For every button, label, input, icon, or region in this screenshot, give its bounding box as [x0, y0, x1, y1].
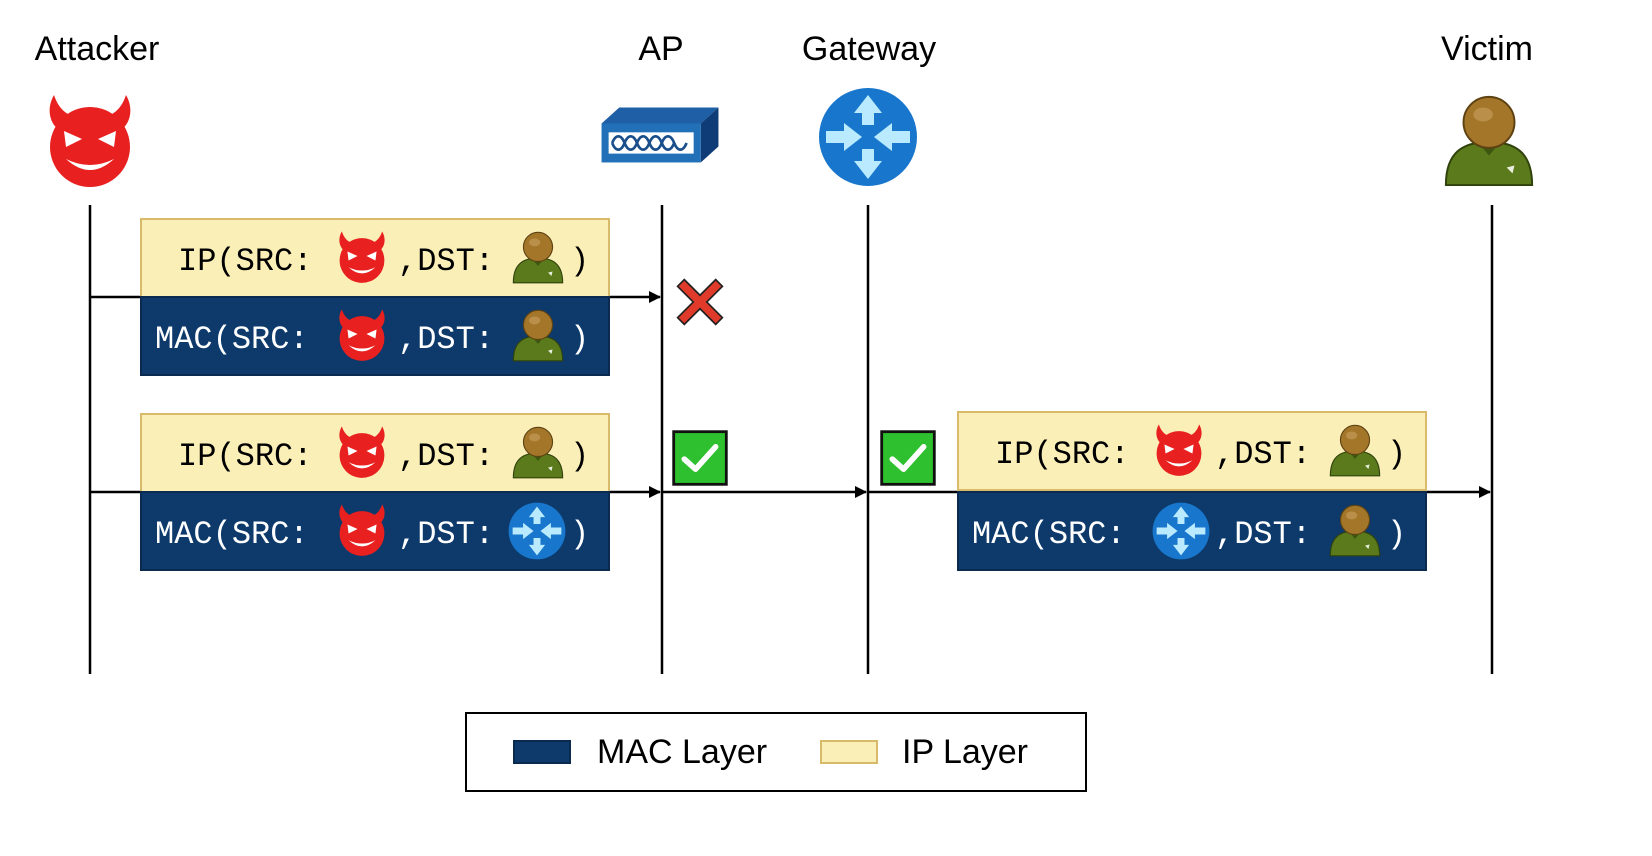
packet-row-1: IP(SRC: ,DST: ) MAC(SRC: ,DST: ) [140, 218, 610, 376]
mac-suffix-text: ) [1387, 516, 1406, 553]
router-icon [1152, 502, 1210, 560]
check-icon [882, 432, 935, 485]
ip-suffix-text: ) [570, 438, 589, 475]
mac-prefix-text: MAC(SRC: [155, 321, 309, 358]
mac-prefix-text: MAC(SRC: [972, 516, 1126, 553]
mac-sep-text: ,DST: [1215, 516, 1311, 553]
mac-suffix-text: ) [570, 321, 589, 358]
router-icon [508, 502, 566, 560]
mac-prefix-text: MAC(SRC: [155, 516, 309, 553]
packet-row-2: IP(SRC: ,DST: ) MAC(SRC: ,DST: ) [140, 413, 610, 571]
user-icon [1444, 95, 1534, 187]
cross-icon [676, 278, 724, 326]
ip-prefix-text: IP(SRC: [178, 438, 312, 475]
legend-swatch-mac [513, 740, 571, 764]
packet-row-3: IP(SRC: ,DST: ) MAC(SRC: ,DST: ) [957, 411, 1427, 571]
ip-prefix-text: IP(SRC: [178, 243, 312, 280]
actor-label-ap: AP [638, 30, 683, 68]
ip-sep-text: ,DST: [1215, 436, 1311, 473]
actor-label-attacker: Attacker [35, 30, 160, 68]
actor-label-gateway: Gateway [802, 30, 936, 68]
legend-swatch-ip [820, 740, 878, 764]
ip-sep-text: ,DST: [398, 438, 494, 475]
legend-label-mac: MAC Layer [597, 733, 767, 771]
mac-sep-text: ,DST: [398, 321, 494, 358]
ip-suffix-text: ) [570, 243, 589, 280]
devil-icon [49, 95, 131, 187]
actor-label-victim: Victim [1441, 30, 1533, 68]
access-point-icon [600, 106, 720, 164]
ip-prefix-text: IP(SRC: [995, 436, 1129, 473]
legend-label-ip: IP Layer [902, 733, 1028, 771]
mac-sep-text: ,DST: [398, 516, 494, 553]
ip-suffix-text: ) [1387, 436, 1406, 473]
mac-suffix-text: ) [570, 516, 589, 553]
legend: MAC Layer IP Layer [465, 712, 1087, 792]
router-icon [819, 88, 917, 186]
check-icon [674, 432, 727, 485]
ip-sep-text: ,DST: [398, 243, 494, 280]
